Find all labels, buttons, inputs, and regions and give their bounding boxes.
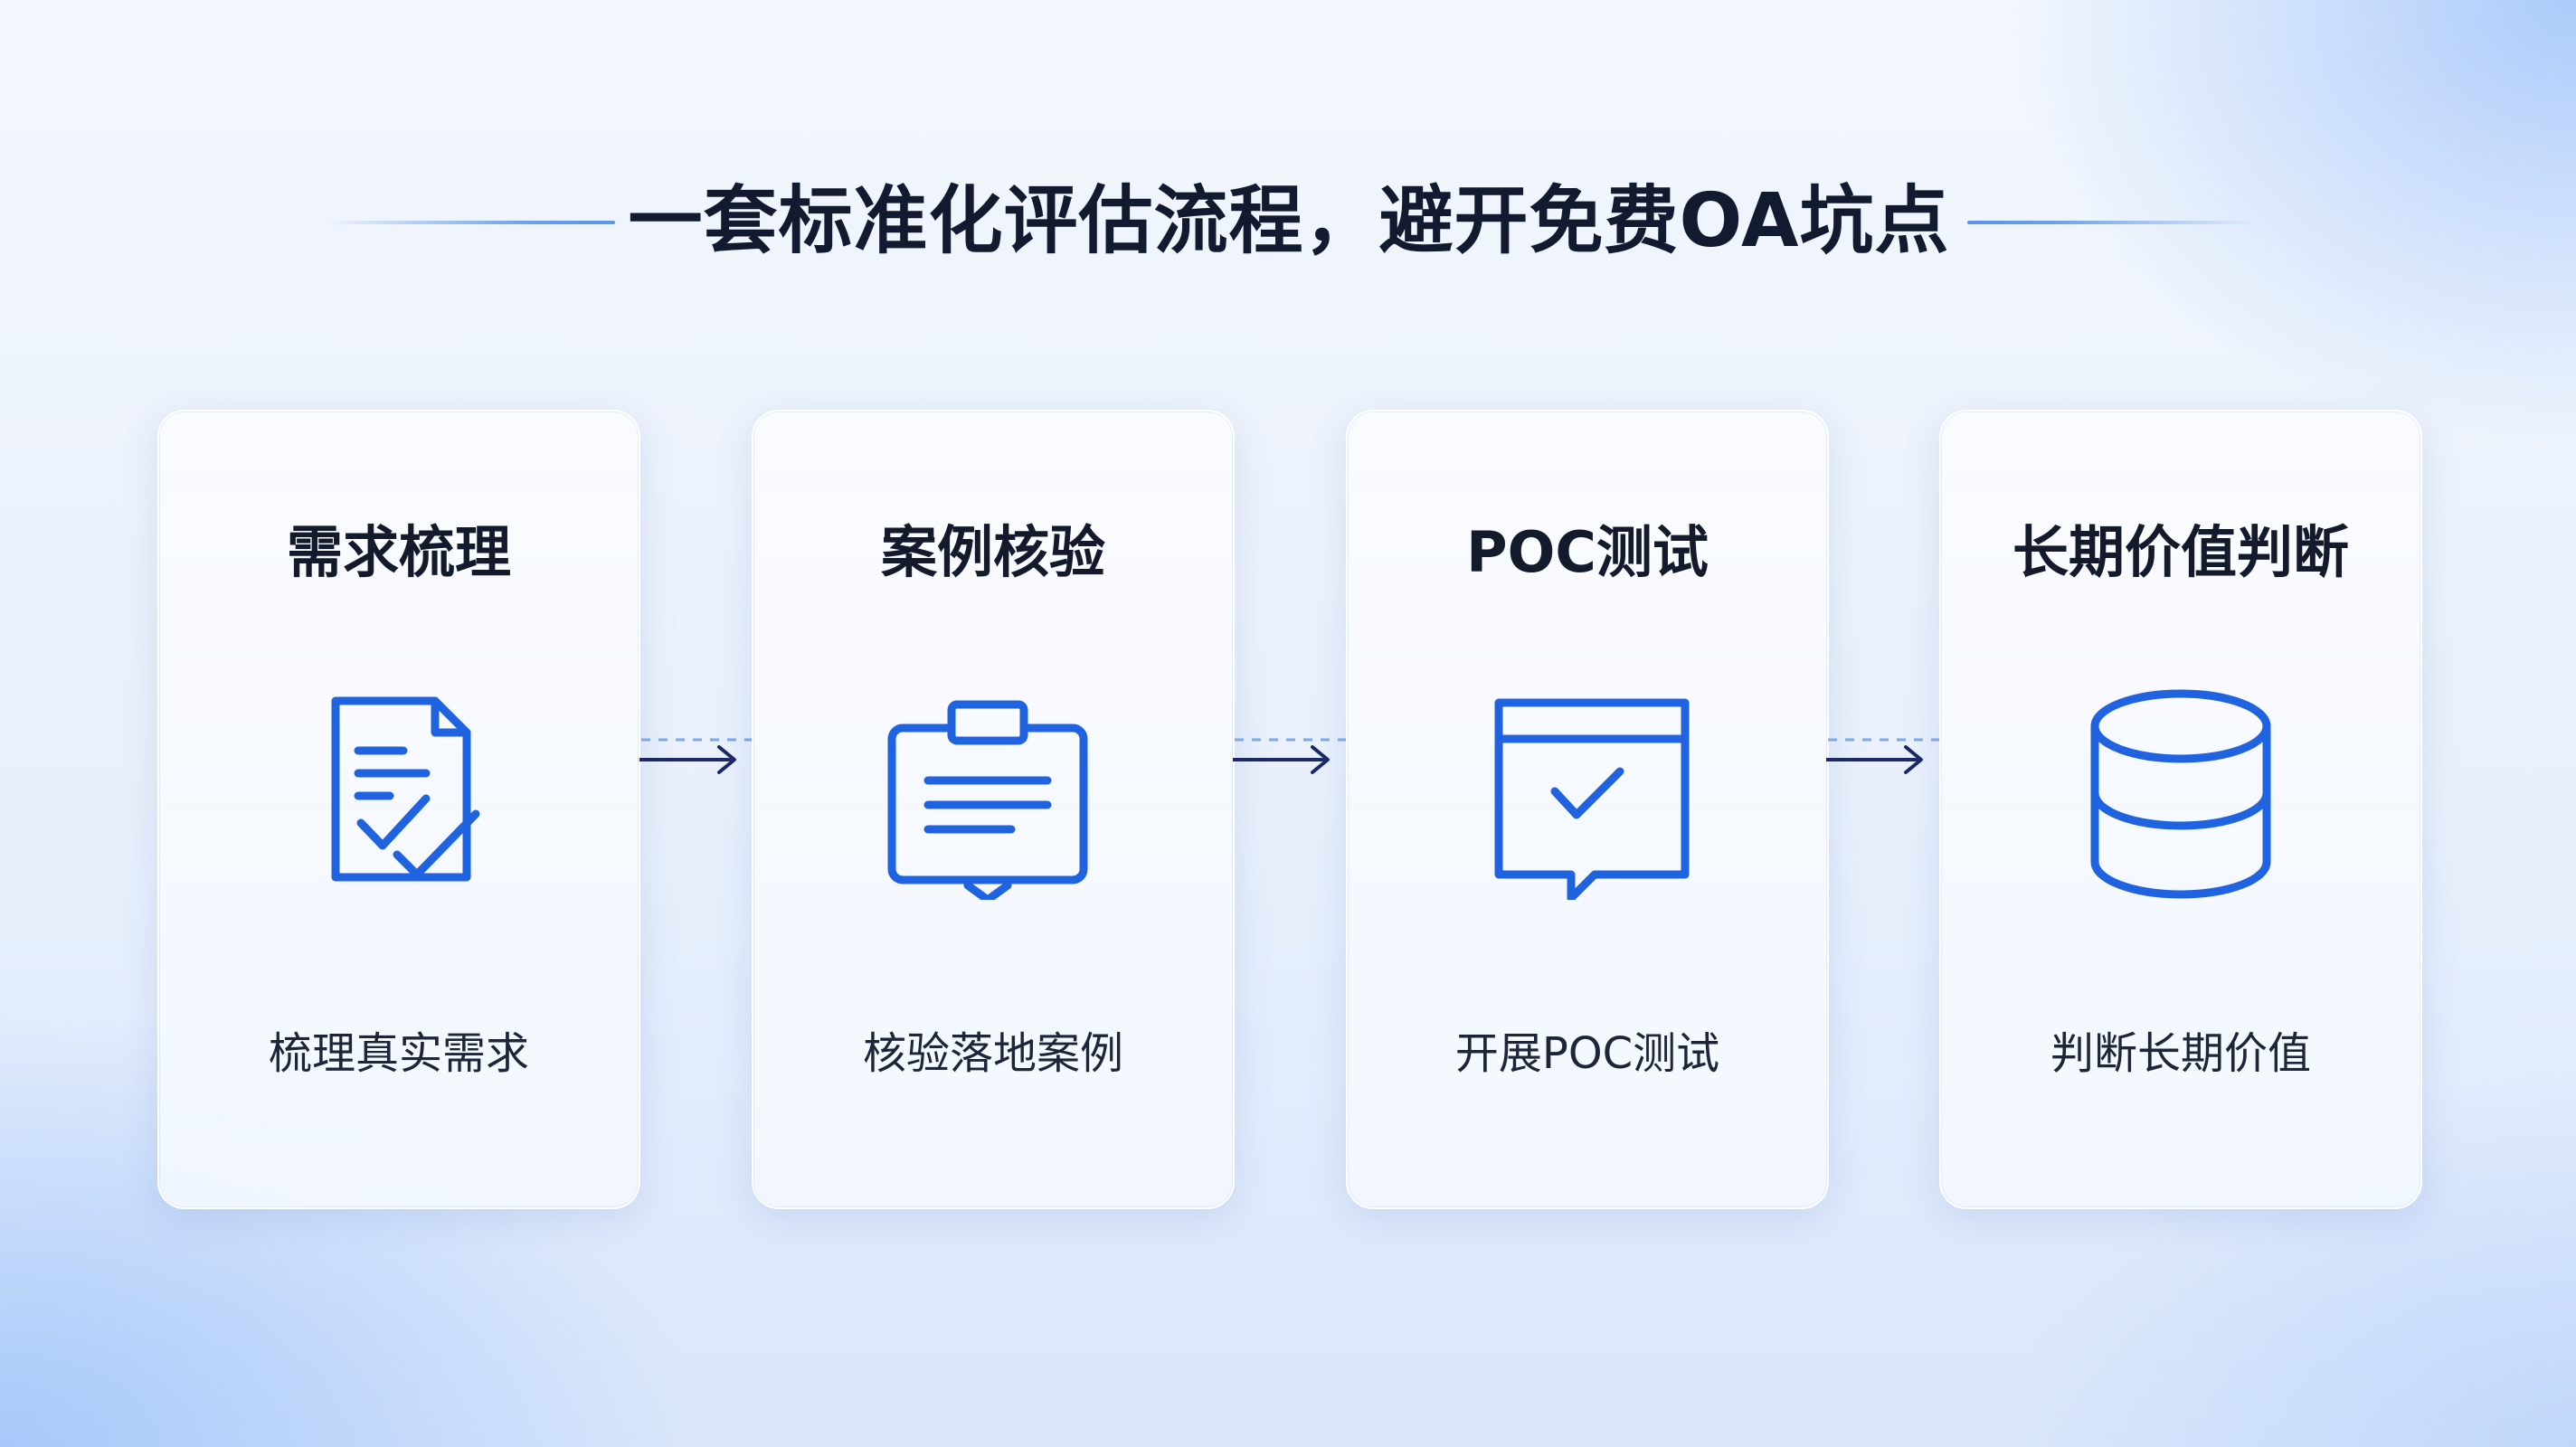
step-title: POC测试 [1466,519,1709,585]
flow-arrow-3 [1826,738,1942,774]
step-description: 核验落地案例 [862,1028,1123,1079]
step-card-case-verification: 案例核验 核验落地案例 [752,410,1235,1209]
flow-arrow-2 [1233,738,1349,774]
step-card-requirements: 需求梳理 梳理真实需求 [157,410,640,1209]
document-check-icon [331,696,480,882]
database-icon [2090,689,2271,899]
step-card-poc-testing: POC测试 开展POC测试 [1346,410,1829,1209]
step-card-long-term-value: 长期价值判断 判断长期价值 [1939,410,2422,1209]
step-description: 判断长期价值 [2050,1028,2311,1079]
page-title: 一套标准化评估流程，避开免费OA坑点 [628,178,1950,264]
step-title: 需求梳理 [286,519,511,585]
title-row: 一套标准化评估流程，避开免费OA坑点 [0,172,2576,271]
flow-arrow-1 [639,738,755,774]
step-title: 长期价值判断 [2012,519,2349,585]
step-description: 梳理真实需求 [268,1028,529,1079]
clipboard-list-icon [887,700,1088,900]
step-description: 开展POC测试 [1454,1028,1720,1079]
window-check-chat-icon [1494,698,1690,900]
title-divider-left [326,221,615,224]
step-title: 案例核验 [880,519,1105,585]
title-divider-right [1967,221,2257,224]
